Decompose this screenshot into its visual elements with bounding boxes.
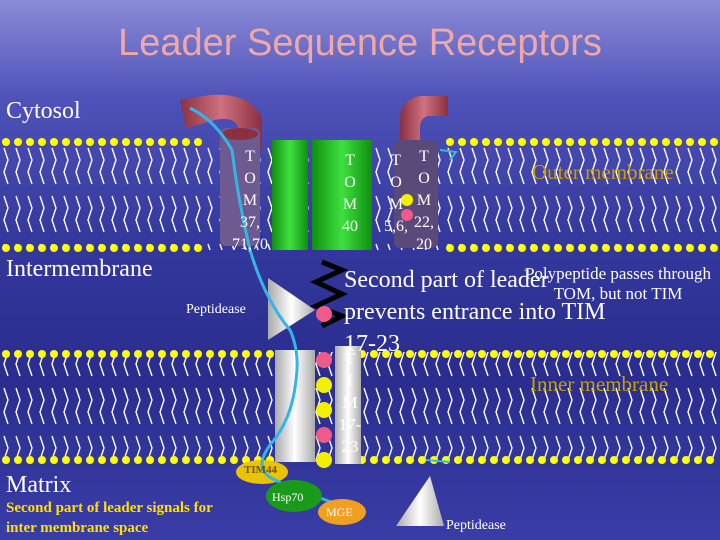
- tom-22-20-receptor: [394, 96, 448, 248]
- peptidease-top-label: Peptidease: [186, 302, 246, 317]
- inner-membrane-label: Inner membrane: [530, 372, 669, 396]
- tom-37-70-receptor: [180, 94, 262, 246]
- hsp70-label: Hsp70: [272, 490, 304, 504]
- tom-40-channel: [272, 140, 372, 250]
- outer-membrane-label: Outer membrane: [532, 160, 674, 184]
- tim44-label: TIM44: [244, 464, 277, 476]
- peptidease-bottom-shape: [396, 476, 444, 526]
- page-title: Leader Sequence Receptors: [118, 22, 602, 64]
- tom-beads: [401, 194, 413, 221]
- hsp70-shape: [266, 480, 322, 512]
- leader-zigzag: [309, 259, 349, 329]
- mge-label: MGE: [326, 505, 353, 519]
- second-part-signals-annotation: Second part of leader signals for inter …: [6, 500, 213, 536]
- peptidease-bottom-label: Peptidease: [446, 518, 506, 533]
- intermembrane-label: Intermembrane: [6, 256, 153, 282]
- cytosol-label: Cytosol: [6, 98, 81, 124]
- mge-shape: [318, 499, 366, 525]
- tim44-protein: [236, 460, 288, 484]
- tim-bead-chain: [316, 306, 332, 468]
- second-part-entrance-annotation: Second part of leader prevents entrance …: [344, 267, 606, 357]
- peptidease-top-shape: [268, 278, 315, 340]
- polypeptide-passes-annotation: Polypeptide passes through TOM, but not …: [524, 264, 712, 303]
- matrix-label: Matrix: [6, 472, 72, 498]
- tim-17-23-channel: [275, 346, 361, 464]
